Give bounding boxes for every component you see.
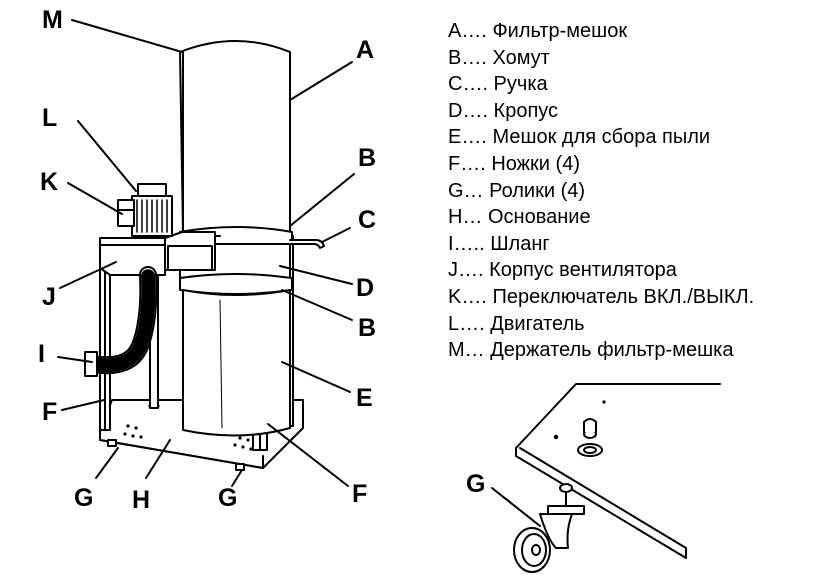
clamp-lower — [179, 273, 293, 295]
handle — [289, 239, 325, 249]
legend-item-c: C…. Ручка — [448, 73, 548, 96]
callout-j: J — [42, 283, 56, 311]
callout-letters: M L K J I F G H G A B C D B E F — [38, 6, 376, 514]
fan-housing — [99, 231, 216, 276]
callout-f-right: F — [352, 480, 367, 508]
callout-h: H — [132, 486, 150, 514]
callout-b-lower: B — [358, 314, 376, 342]
caster-right — [235, 463, 245, 471]
parts-legend: A…. Фильтр-мешок B…. Хомут C…. Ручка D….… — [448, 18, 818, 364]
legend-item-g: G… Ролики (4) — [448, 179, 586, 202]
callout-m: M — [42, 6, 63, 34]
legend-item-e: E…. Мешок для сбора пыли — [448, 126, 711, 149]
dust-bag — [182, 289, 291, 437]
legend-item-f: F…. Ножки (4) — [448, 152, 580, 175]
callout-i: I — [38, 340, 45, 368]
caster-detail-inset — [491, 383, 721, 573]
legend-item-h: H… Основание — [448, 206, 591, 229]
callout-d: D — [356, 274, 374, 302]
filter-bag — [179, 40, 291, 238]
leader-lines — [57, 19, 355, 487]
callout-a: A — [356, 36, 374, 64]
callout-f-left: F — [42, 398, 57, 426]
callout-g-left: G — [74, 484, 93, 512]
legend-item-a: A…. Фильтр-мешок — [448, 20, 628, 42]
callout-l: L — [42, 104, 57, 132]
caster-left — [107, 439, 117, 447]
legend-item-d: D…. Кропус — [448, 99, 559, 122]
legend-item-b: B…. Хомут — [448, 46, 550, 69]
legend-item-i: I….. Шланг — [448, 232, 550, 255]
callout-g-bottom: G — [218, 484, 237, 512]
detail-callout-g: G — [466, 470, 485, 498]
callout-c: C — [358, 206, 376, 234]
legend-item-j: J…. Корпус вентилятора — [448, 259, 677, 282]
callout-k: K — [40, 168, 58, 196]
legend-item-k: K…. Переключатель ВКЛ./ВЫКЛ. — [448, 285, 755, 308]
legend-item-m: M… Держатель фильтр-мешка — [448, 339, 734, 362]
hose — [84, 266, 158, 377]
callout-b-upper: B — [358, 144, 376, 172]
callout-e: E — [356, 384, 373, 412]
power-switch — [117, 199, 135, 227]
legend-item-l: L…. Двигатель — [448, 312, 585, 335]
motor — [131, 183, 173, 237]
